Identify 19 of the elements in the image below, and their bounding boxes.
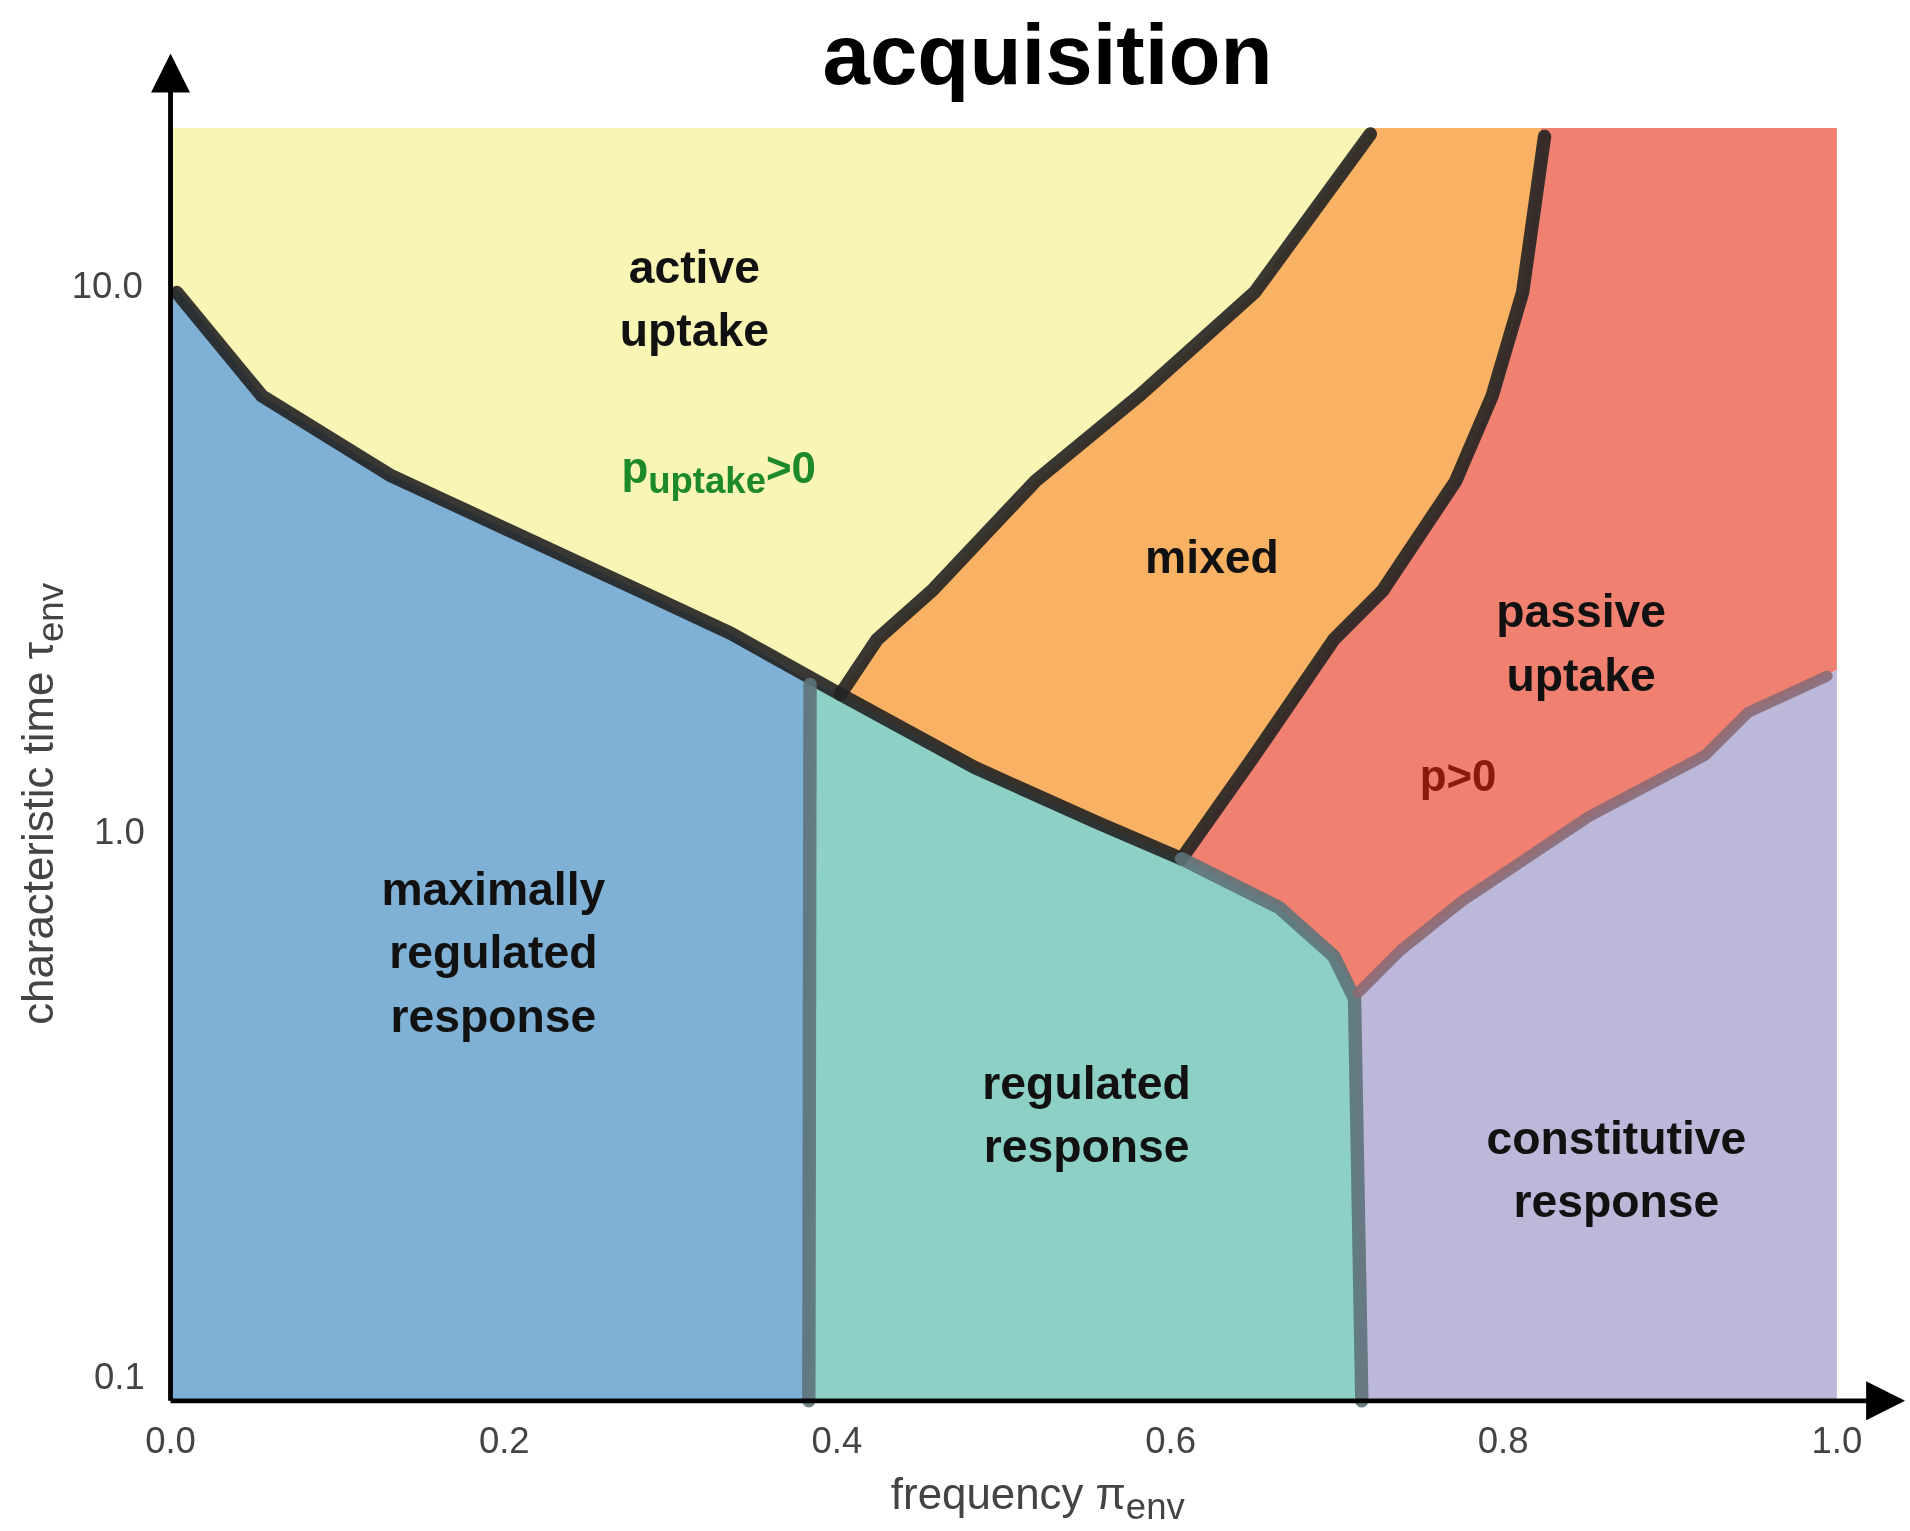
region-label: constitutive response — [1485, 1111, 1748, 1229]
tick-label: 1.0 — [1811, 1420, 1863, 1462]
region-label: mixed — [1144, 530, 1280, 585]
region-label: regulated response — [981, 1056, 1192, 1174]
tick-label: 0.0 — [145, 1420, 196, 1462]
tick-label: 0.1 — [93, 1355, 145, 1398]
tick-label: 0.6 — [1145, 1420, 1196, 1462]
tick-label: 0.8 — [1477, 1420, 1529, 1462]
chart-title: acquisition — [822, 6, 1273, 104]
condition-label: p>0 — [1419, 750, 1497, 802]
condition-label: p$_{uptake}$>0 — [621, 443, 816, 502]
axis-title: frequency π$_{env}$ — [890, 1468, 1185, 1528]
region-label: active uptake — [618, 240, 770, 358]
tick-label: 0.4 — [811, 1420, 863, 1462]
tick-label: 0.2 — [478, 1420, 530, 1462]
tick-label: 10.0 — [71, 265, 143, 307]
region-label: maximally regulated response — [380, 862, 607, 1044]
tick-label: 1.0 — [93, 811, 145, 853]
region-label: passive uptake — [1495, 584, 1667, 703]
